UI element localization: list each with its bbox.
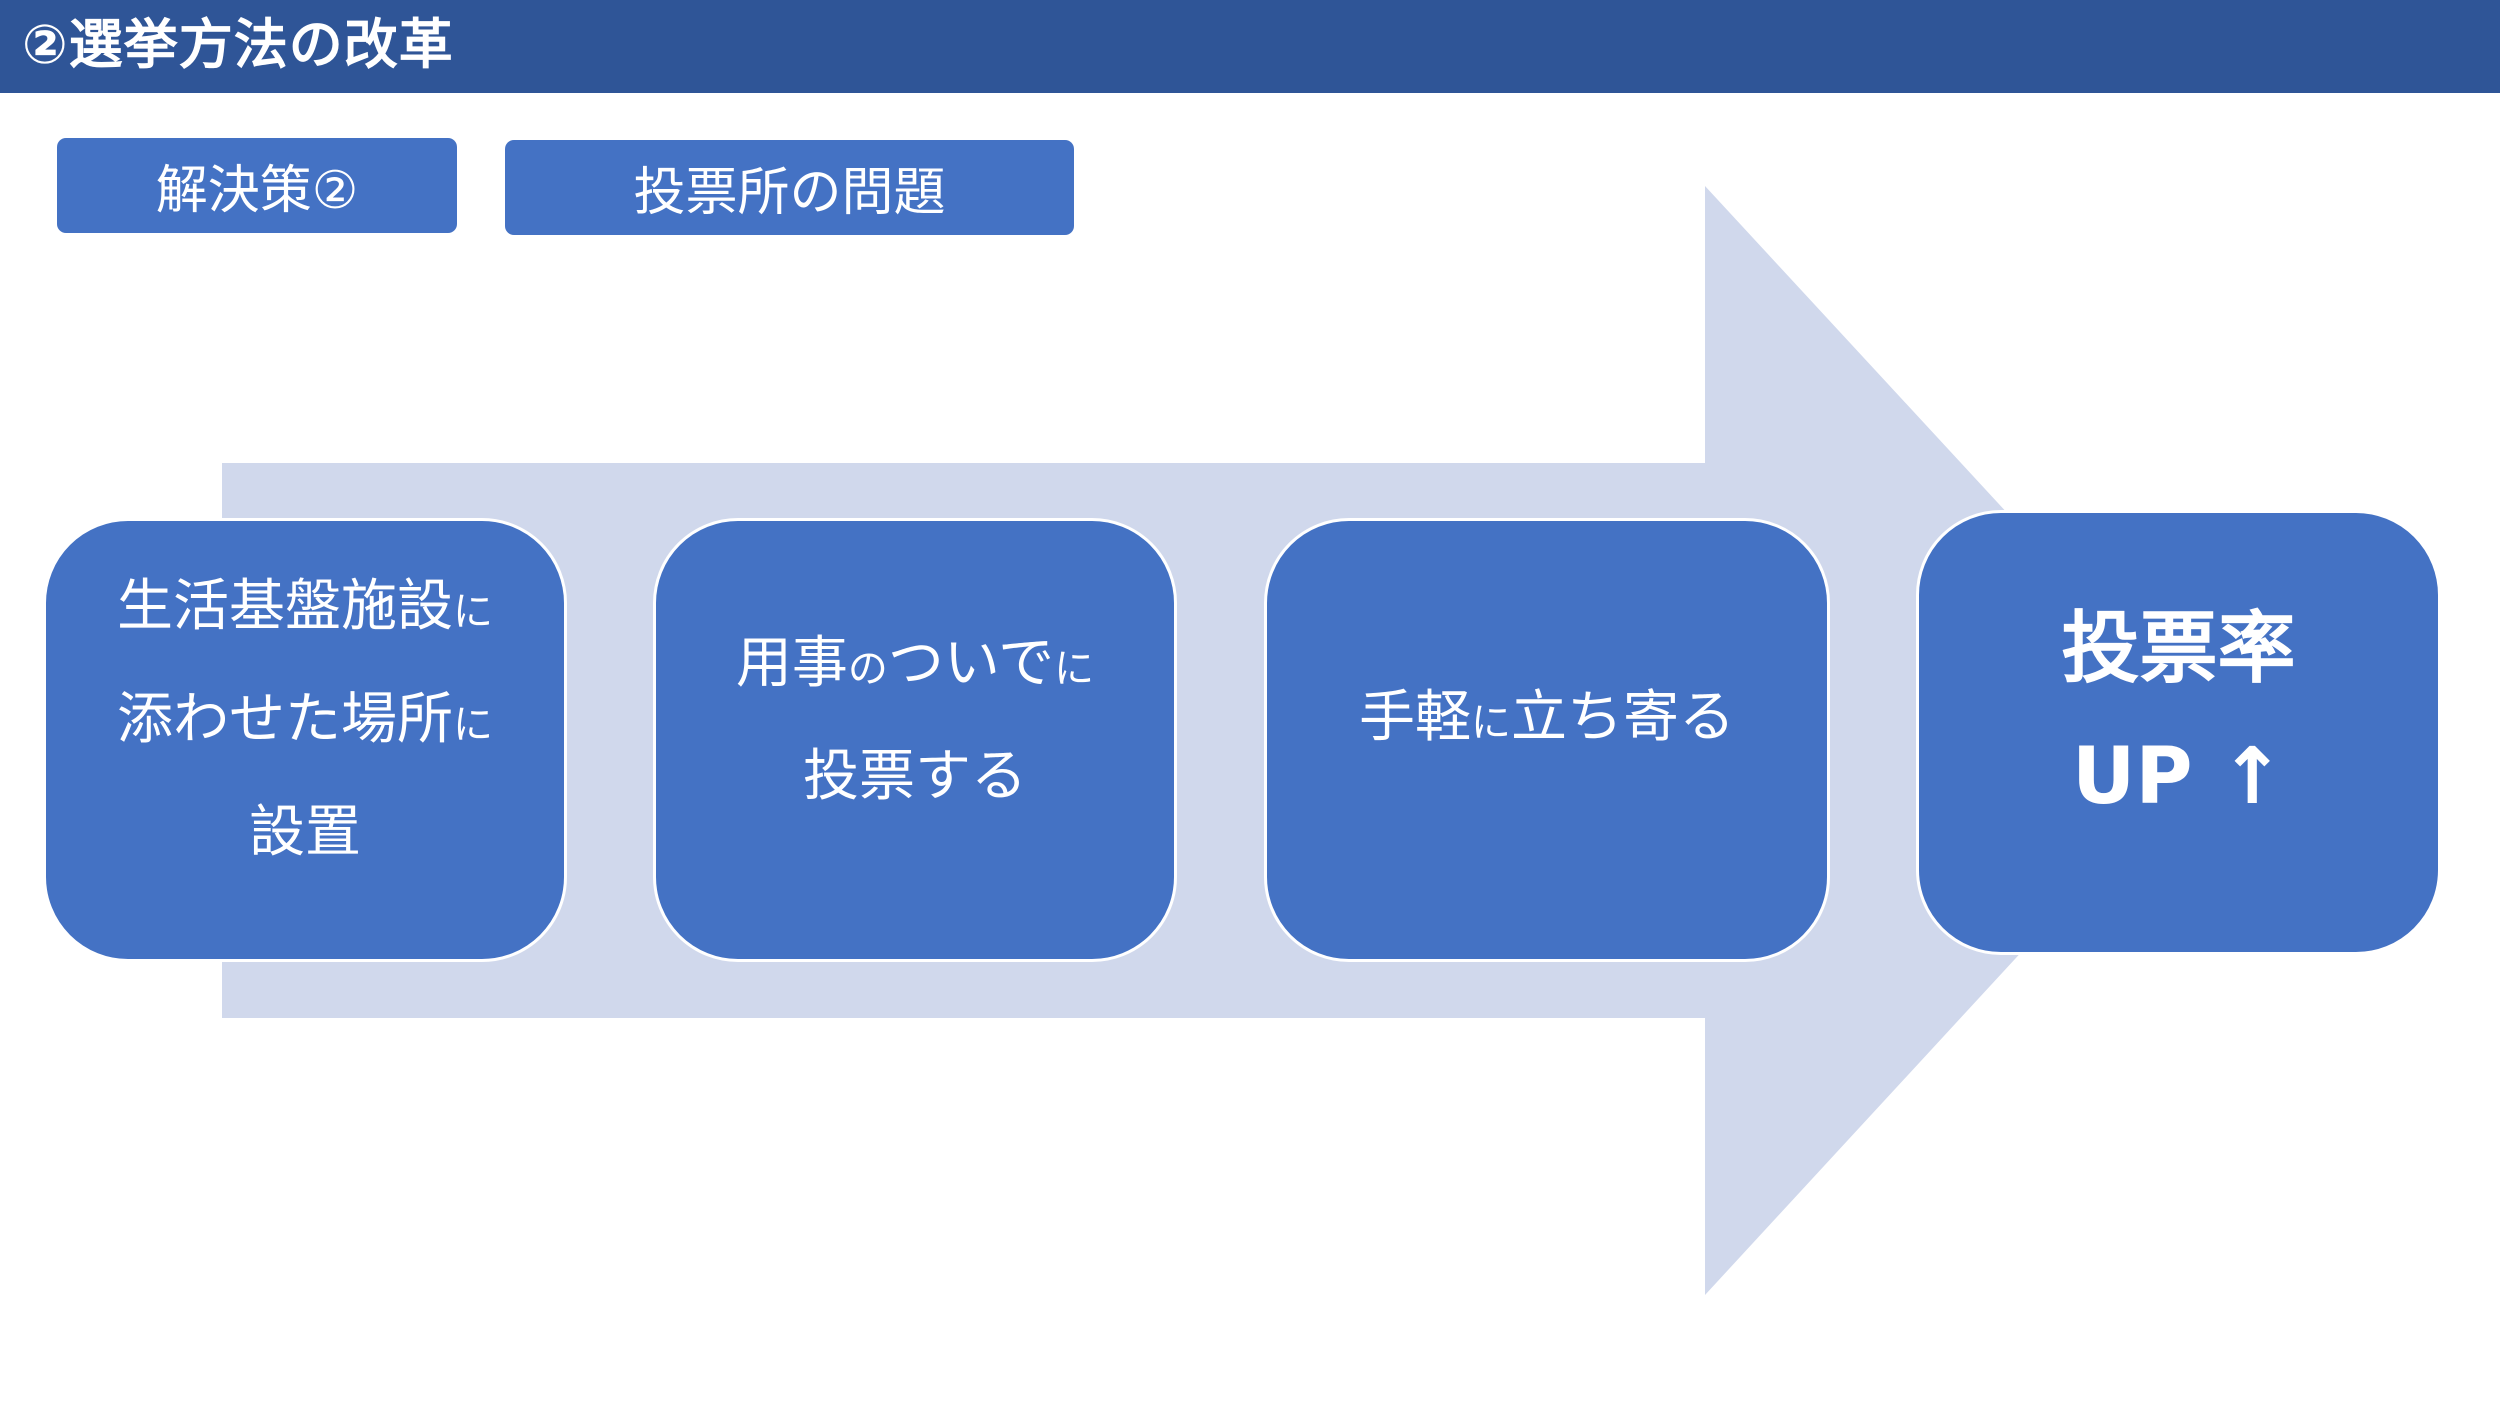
header-bar: ②選挙方法の改革 bbox=[0, 0, 2500, 93]
step1-line3: 設置 bbox=[249, 800, 361, 865]
step2-line2: 投票する bbox=[802, 743, 1027, 809]
step3-line1: 手軽に立ち寄る bbox=[1359, 684, 1735, 750]
result-box: 投票率 UP ↑ bbox=[1916, 510, 2441, 955]
step-box-1: 生活基盤施設に 添わせた場所に 設置 bbox=[43, 518, 567, 962]
step-box-2: 用事のついでに 投票する bbox=[653, 518, 1177, 962]
step2-line1: 用事のついでに bbox=[735, 630, 1095, 696]
step1-line2: 添わせた場所に bbox=[117, 687, 493, 752]
result-line2: UP ↑ bbox=[2071, 731, 2285, 822]
flow-arrow-shape bbox=[222, 186, 2217, 1295]
step-box-3: 手軽に立ち寄る bbox=[1264, 518, 1830, 962]
topic-tag: 投票所の問題 bbox=[505, 140, 1074, 235]
result-line1: 投票率 bbox=[2061, 603, 2296, 694]
solution-tag: 解決策② bbox=[57, 138, 457, 233]
slide-title: ②選挙方法の改革 bbox=[22, 13, 454, 76]
step1-line1: 生活基盤施設に bbox=[117, 574, 493, 639]
